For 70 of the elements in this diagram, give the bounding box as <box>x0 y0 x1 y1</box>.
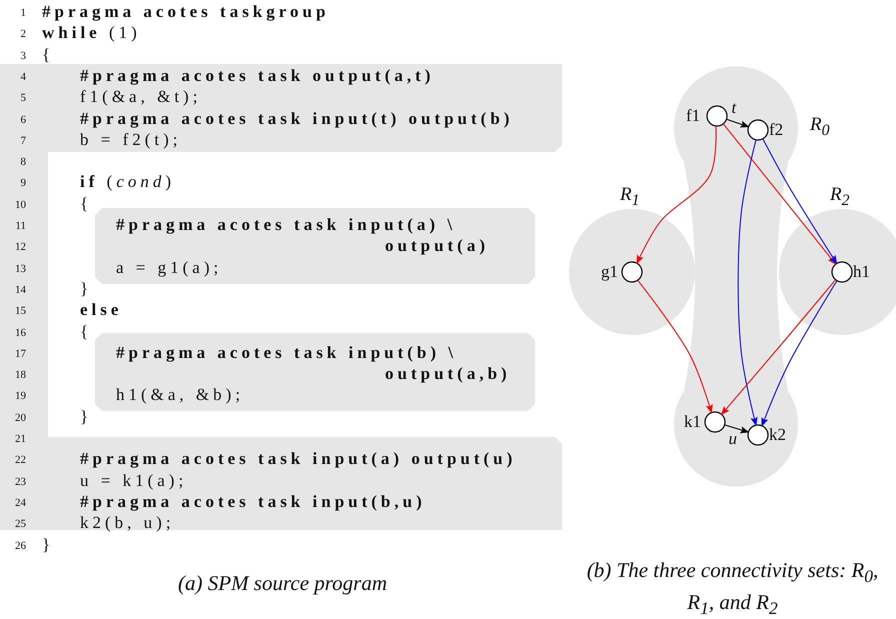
code-line: { <box>80 322 92 340</box>
region-label: R$_{0}$ <box>810 115 830 141</box>
line-number: 23 <box>14 474 26 489</box>
line-number: 25 <box>14 517 26 532</box>
code-line: } <box>42 536 54 554</box>
line-number: 24 <box>14 496 26 510</box>
task-name: h1 <box>853 263 870 281</box>
line-number: 13 <box>14 262 26 276</box>
task-name: k1 <box>684 413 701 431</box>
line-number: 1 <box>20 6 26 20</box>
code-line: #pragma acotes task output(a,t) <box>80 66 434 85</box>
line-number: 8 <box>20 155 26 170</box>
line-number: 10 <box>14 198 26 212</box>
arrow <box>720 279 836 416</box>
arrow <box>738 139 758 426</box>
line-number: 11 <box>14 219 26 233</box>
line-number: 19 <box>14 389 26 404</box>
line-number: 21 <box>14 432 26 446</box>
task-name: f1 <box>686 107 700 125</box>
region-label: R$_{1}$ <box>620 185 640 211</box>
line-number: 2 <box>20 27 26 42</box>
code-line: #pragma acotes task input(b,u) <box>80 492 426 511</box>
line-number: 7 <box>20 134 26 148</box>
code-line: b = f2(t); <box>80 130 182 149</box>
code-line: output(a) <box>385 237 490 256</box>
code-line: k2(b, u); <box>80 514 175 532</box>
task-name: k2 <box>769 426 786 444</box>
code-line: h1(&a, &b); <box>116 386 244 404</box>
code-line: #pragma acotes task input(b) \ <box>116 344 458 362</box>
arrow <box>762 138 838 264</box>
code-line: { <box>80 194 92 213</box>
line-number: 14 <box>14 282 26 297</box>
arrow <box>724 424 750 434</box>
code-line: f1(&a, &t); <box>80 88 202 106</box>
code-line: output(a,b) <box>385 365 511 384</box>
line-number: 26 <box>14 538 26 552</box>
code-line: #pragma acotes taskgroup <box>42 3 330 21</box>
line-number: 4 <box>20 70 26 84</box>
code-line: #pragma acotes task input(a) output(u) <box>80 450 516 468</box>
code-line: { <box>42 46 54 64</box>
arrow <box>636 125 716 264</box>
task-name: g1 <box>601 263 618 281</box>
line-number: 9 <box>20 176 26 190</box>
code-line: #pragma acotes task input(a) \ <box>116 216 456 234</box>
line-number: 6 <box>20 112 26 126</box>
code-line: u = k1(a); <box>80 472 188 490</box>
code-line: while (1) <box>42 24 141 42</box>
figure-caption: (b) The three connectivity sets: R$_{0}$, R$_{1}$, and R$_{2}$ <box>586 557 880 619</box>
line-number: 22 <box>14 453 26 468</box>
figure-caption: (a) SPM source program <box>177 570 388 596</box>
task-name: f2 <box>769 121 784 139</box>
arrow <box>761 280 838 427</box>
code-line: else <box>80 301 122 320</box>
line-number: 17 <box>14 346 26 361</box>
line-number: 15 <box>14 304 26 318</box>
line-number: 18 <box>14 368 26 382</box>
code-line: } <box>80 280 92 298</box>
line-number: 3 <box>20 48 26 63</box>
line-number: 5 <box>20 91 26 106</box>
line-number: 16 <box>14 326 26 340</box>
line-number: 12 <box>14 240 26 254</box>
region-label: R$_{2}$ <box>830 185 850 211</box>
code-line: if (cond) <box>80 173 176 192</box>
code-line: a = g1(a); <box>116 258 222 277</box>
arrow <box>637 280 713 414</box>
arrow <box>726 118 750 128</box>
code-line: #pragma acotes task input(t) output(b) <box>80 110 514 128</box>
line-number: 20 <box>14 410 26 425</box>
code-line: } <box>80 408 92 426</box>
arrow <box>722 123 836 265</box>
